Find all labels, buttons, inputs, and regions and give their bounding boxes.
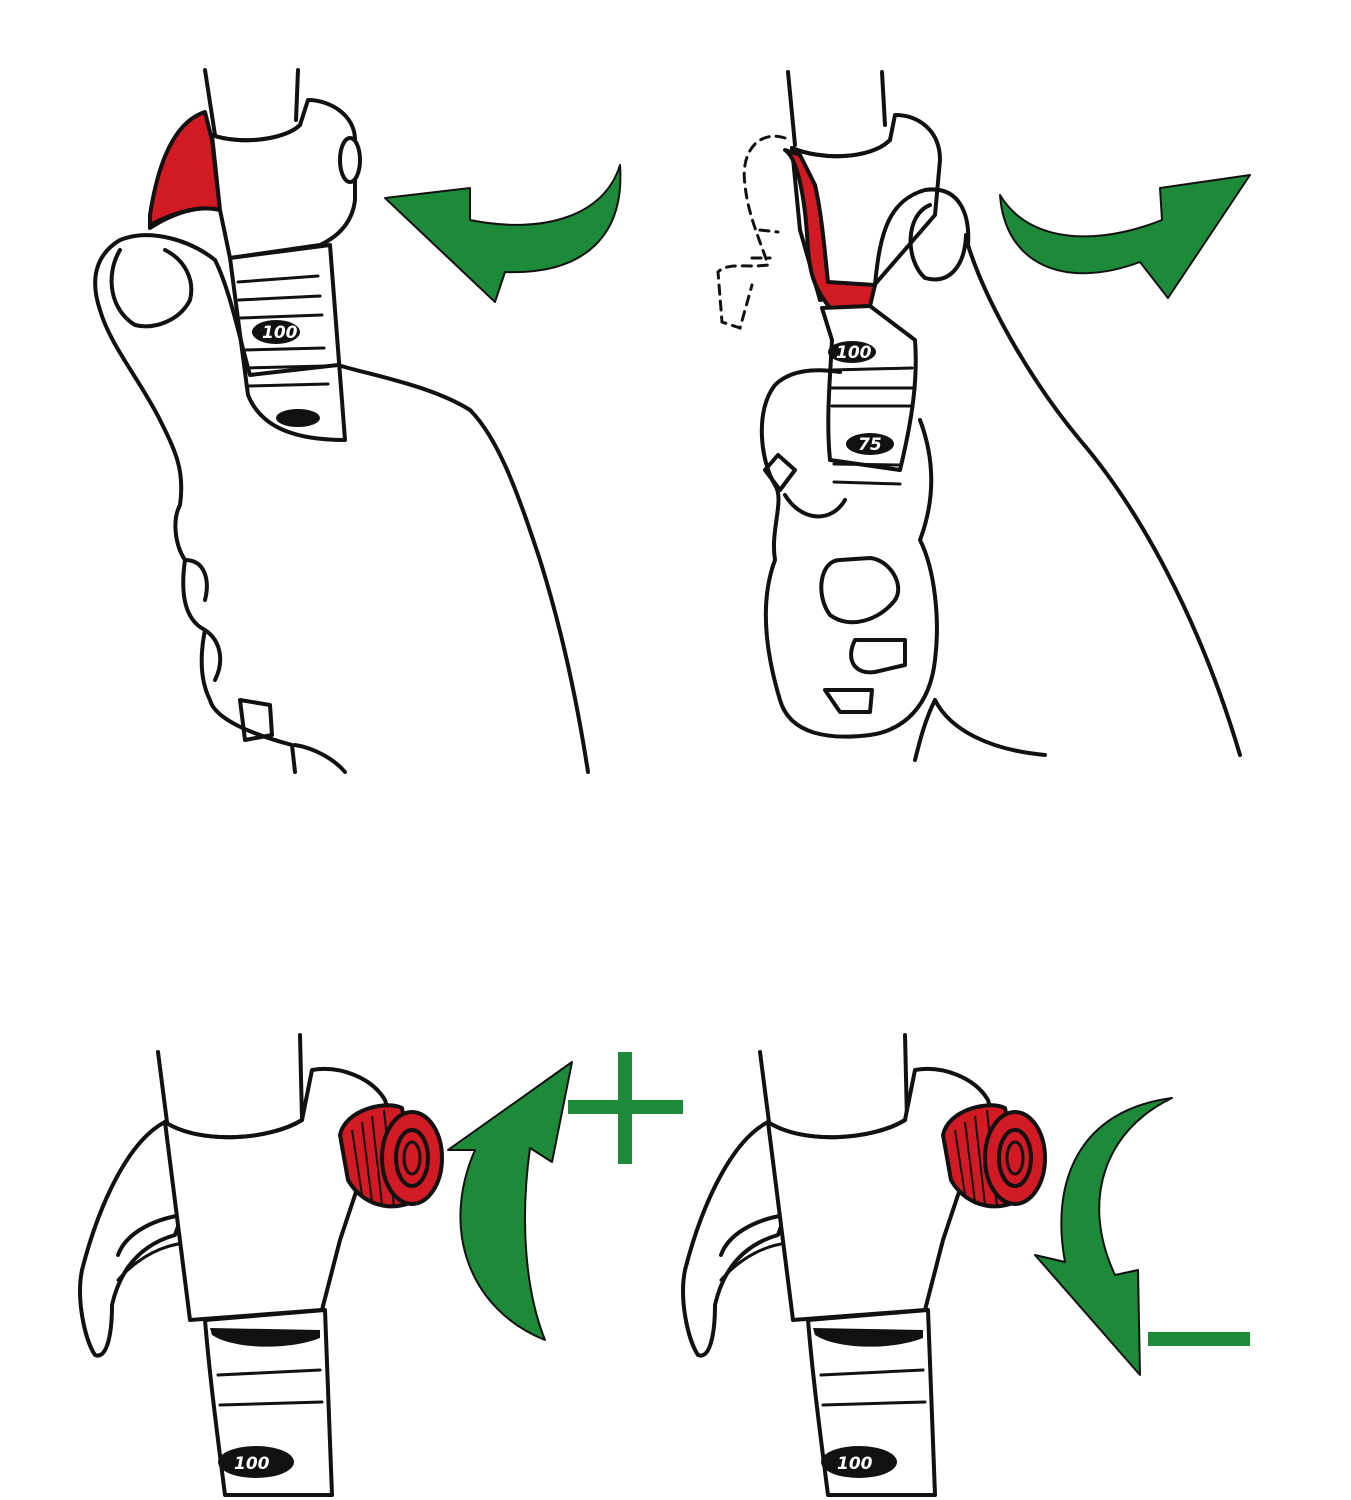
sag-scale-marker: 100 — [821, 1446, 897, 1478]
fork-arch — [78, 1120, 184, 1358]
panel-lock-lever-open: 100 75 — [716, 70, 1251, 762]
fork-clamp — [210, 98, 357, 260]
curved-arrow-left-icon — [384, 164, 622, 303]
red-adjuster-knob-icon — [338, 1103, 444, 1209]
panel-lock-lever-closed: 100 — [93, 68, 622, 774]
scale-label: 100 — [837, 1454, 873, 1474]
scale-label: 100 — [262, 323, 298, 343]
curved-arrow-down-icon — [1034, 1097, 1173, 1376]
curved-arrow-right-icon — [999, 174, 1251, 299]
hand-outline — [93, 233, 590, 774]
sag-scale-marker: 100 — [218, 1446, 294, 1478]
minus-sign-icon — [1148, 1332, 1250, 1346]
panel-adjust-minus: 100 — [681, 1033, 1250, 1497]
panel-adjust-plus: 100 — [78, 1033, 683, 1497]
curved-arrow-up-icon — [447, 1061, 573, 1341]
fork-arch — [681, 1120, 787, 1358]
lever-closed-ghost — [716, 134, 787, 330]
sag-scale-marker: 100 — [252, 320, 300, 344]
sag-scale-marker: 100 — [828, 341, 876, 363]
scale-label: 75 — [858, 435, 882, 455]
hand-outline — [873, 187, 1242, 757]
red-adjuster-knob-icon — [941, 1103, 1047, 1209]
quick-release-lever — [783, 148, 877, 310]
scale-label: 100 — [234, 1454, 270, 1474]
scale-label: 100 — [836, 343, 872, 363]
plus-sign-icon — [568, 1052, 683, 1164]
sag-scale-marker: 75 — [846, 433, 894, 455]
